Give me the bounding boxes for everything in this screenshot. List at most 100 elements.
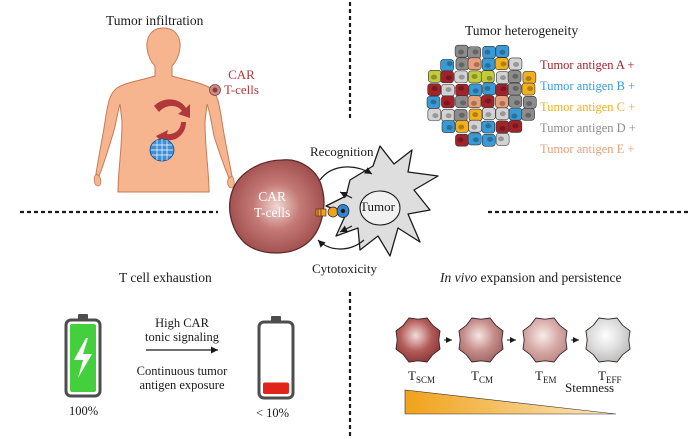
antigen-exposure-label: Continuous tumor antigen exposure xyxy=(134,364,230,393)
cytotoxicity-label: Cytotoxicity xyxy=(312,261,377,276)
title-in-vivo: In vivo xyxy=(440,270,478,285)
title-tumor-infiltration: Tumor infiltration xyxy=(106,13,204,28)
tumor-cell-nucleus xyxy=(458,112,465,118)
tumor-label: Tumor xyxy=(360,199,395,214)
tonic-signaling-label: High CAR tonic signaling xyxy=(140,316,224,345)
stemness-gradient xyxy=(404,389,617,415)
legend-item-a: Tumor antigen A + xyxy=(540,58,635,72)
tumor-cell-nucleus xyxy=(432,113,439,119)
tumor-cell-nucleus xyxy=(445,113,452,119)
tumor-cell-nucleus xyxy=(445,87,452,93)
tumor-cell-tile xyxy=(440,70,454,84)
tonic-line1: High CAR xyxy=(155,316,209,330)
t-cell-label-em: TEM xyxy=(535,368,556,385)
tumor-cell-tile xyxy=(481,120,496,134)
recognition-label: Recognition xyxy=(310,144,374,159)
tumor-cell-nucleus xyxy=(525,112,532,118)
low-battery-label: < 10% xyxy=(256,406,290,420)
central-car-t-cell xyxy=(229,159,325,254)
tumor-cell-nucleus xyxy=(460,100,467,106)
tumor-cell-nucleus xyxy=(484,85,491,91)
legend-item-e: Tumor antigen E + xyxy=(540,142,635,156)
title-t-cell-exhaustion: T cell exhaustion xyxy=(119,270,212,285)
t-cell-label-subscript: EFF xyxy=(605,375,622,385)
tumor-cell-nucleus xyxy=(472,112,479,118)
human-body-silhouette xyxy=(93,27,235,193)
tumor-cell-tile xyxy=(441,95,455,109)
exposure-line2: antigen exposure xyxy=(139,378,225,393)
tumor-cell-tile xyxy=(481,133,496,147)
tumor-cell-tile xyxy=(521,107,535,121)
car-t-cells-label-small: CAR T-cells xyxy=(224,67,259,98)
tumor-cell-nucleus xyxy=(512,123,519,129)
tumor-cell-nucleus xyxy=(512,73,519,79)
t-cell-label-base: T xyxy=(535,368,543,383)
tumor-cell-tile xyxy=(494,57,509,70)
tumor-cell-nucleus xyxy=(472,88,479,94)
title-expansion-rest: expansion and persistence xyxy=(477,270,622,285)
tumor-cell-nucleus xyxy=(430,74,437,80)
t-cell-label-scm: TSCM xyxy=(408,368,435,385)
t-cell-label-base: T xyxy=(408,368,416,383)
t-cell-cm xyxy=(458,317,504,363)
tumor-cell-nucleus xyxy=(512,85,519,91)
tumor-cell-nucleus xyxy=(446,61,453,67)
tumor-cell-tile xyxy=(495,45,510,58)
t-cell-label-base: T xyxy=(471,368,479,383)
tumor-cell-nucleus xyxy=(513,61,520,67)
panel-dividers xyxy=(20,2,690,437)
central-car-label: CAR T-cells xyxy=(254,189,290,220)
t-cell-label-eff: TEFF xyxy=(598,368,621,385)
tumor-cell-nucleus xyxy=(499,75,506,81)
central-car-line2: T-cells xyxy=(254,204,291,220)
tumor-cell-nucleus xyxy=(511,113,518,119)
title-expansion-persistence: In vivo expansion and persistence xyxy=(440,270,621,286)
tumor-cell-tile xyxy=(427,83,442,96)
tumor-cell-nucleus xyxy=(484,63,491,69)
tumor-cell-nucleus xyxy=(470,100,477,106)
legend-item-c: Tumor antigen C + xyxy=(540,100,636,114)
tumor-cell-nucleus xyxy=(472,49,479,55)
tumor-cell-nucleus xyxy=(498,136,505,142)
tumor-cell-nucleus xyxy=(445,75,452,81)
legend-item-b: Tumor antigen B + xyxy=(540,79,636,93)
legend-item-d: Tumor antigen D + xyxy=(540,121,636,135)
tumor-cell-nucleus xyxy=(446,125,453,131)
tumor-cell-nucleus xyxy=(499,125,506,131)
tumor-cell-nucleus xyxy=(527,86,534,92)
tumor-cell-nucleus xyxy=(457,137,464,143)
stemness-label: Stemness xyxy=(565,380,615,395)
tumor-cell-tile xyxy=(454,70,468,84)
t-cell-label-subscript: SCM xyxy=(415,375,435,385)
tumor-cell-nucleus xyxy=(485,112,492,118)
tumor-cell-nucleus xyxy=(525,76,532,82)
tumor-cell-nucleus xyxy=(500,61,507,67)
exposure-line1: Continuous tumor xyxy=(136,364,228,378)
tumor-cell-nucleus xyxy=(471,73,478,79)
tumor-cell-nucleus xyxy=(499,111,506,117)
tumor-cell-nucleus xyxy=(443,100,450,106)
t-cell-label-subscript: EM xyxy=(542,375,557,385)
car-label-line2: T-cells xyxy=(224,81,259,97)
tumor-cell-tile xyxy=(495,133,510,146)
central-car-line1: CAR xyxy=(258,189,286,204)
tumor-cell-tile xyxy=(507,70,522,83)
tonic-line2: tonic signaling xyxy=(145,330,219,345)
tumor-cell-nucleus xyxy=(485,98,492,104)
tumor-cell-nucleus xyxy=(499,100,506,106)
tumor-cell-tile xyxy=(427,108,442,121)
tumor-cell-nucleus xyxy=(458,85,465,91)
tumor-cell-nucleus xyxy=(458,62,465,68)
tumor-cell-nucleus xyxy=(473,62,480,68)
tumor-cell-nucleus xyxy=(458,74,465,80)
full-battery-label: 100% xyxy=(69,404,99,418)
tumor-cell-nucleus xyxy=(486,75,493,81)
tumor-cell-nucleus xyxy=(500,86,507,92)
tumor-cell-tile xyxy=(467,132,482,146)
tumor-heterogeneity-mosaic xyxy=(426,44,537,147)
t-cell-label-cm: TCM xyxy=(471,368,493,385)
tumor-cell-nucleus xyxy=(487,136,494,142)
tumor-cell-tile xyxy=(508,57,523,71)
title-tumor-heterogeneity: Tumor heterogeneity xyxy=(465,23,579,38)
